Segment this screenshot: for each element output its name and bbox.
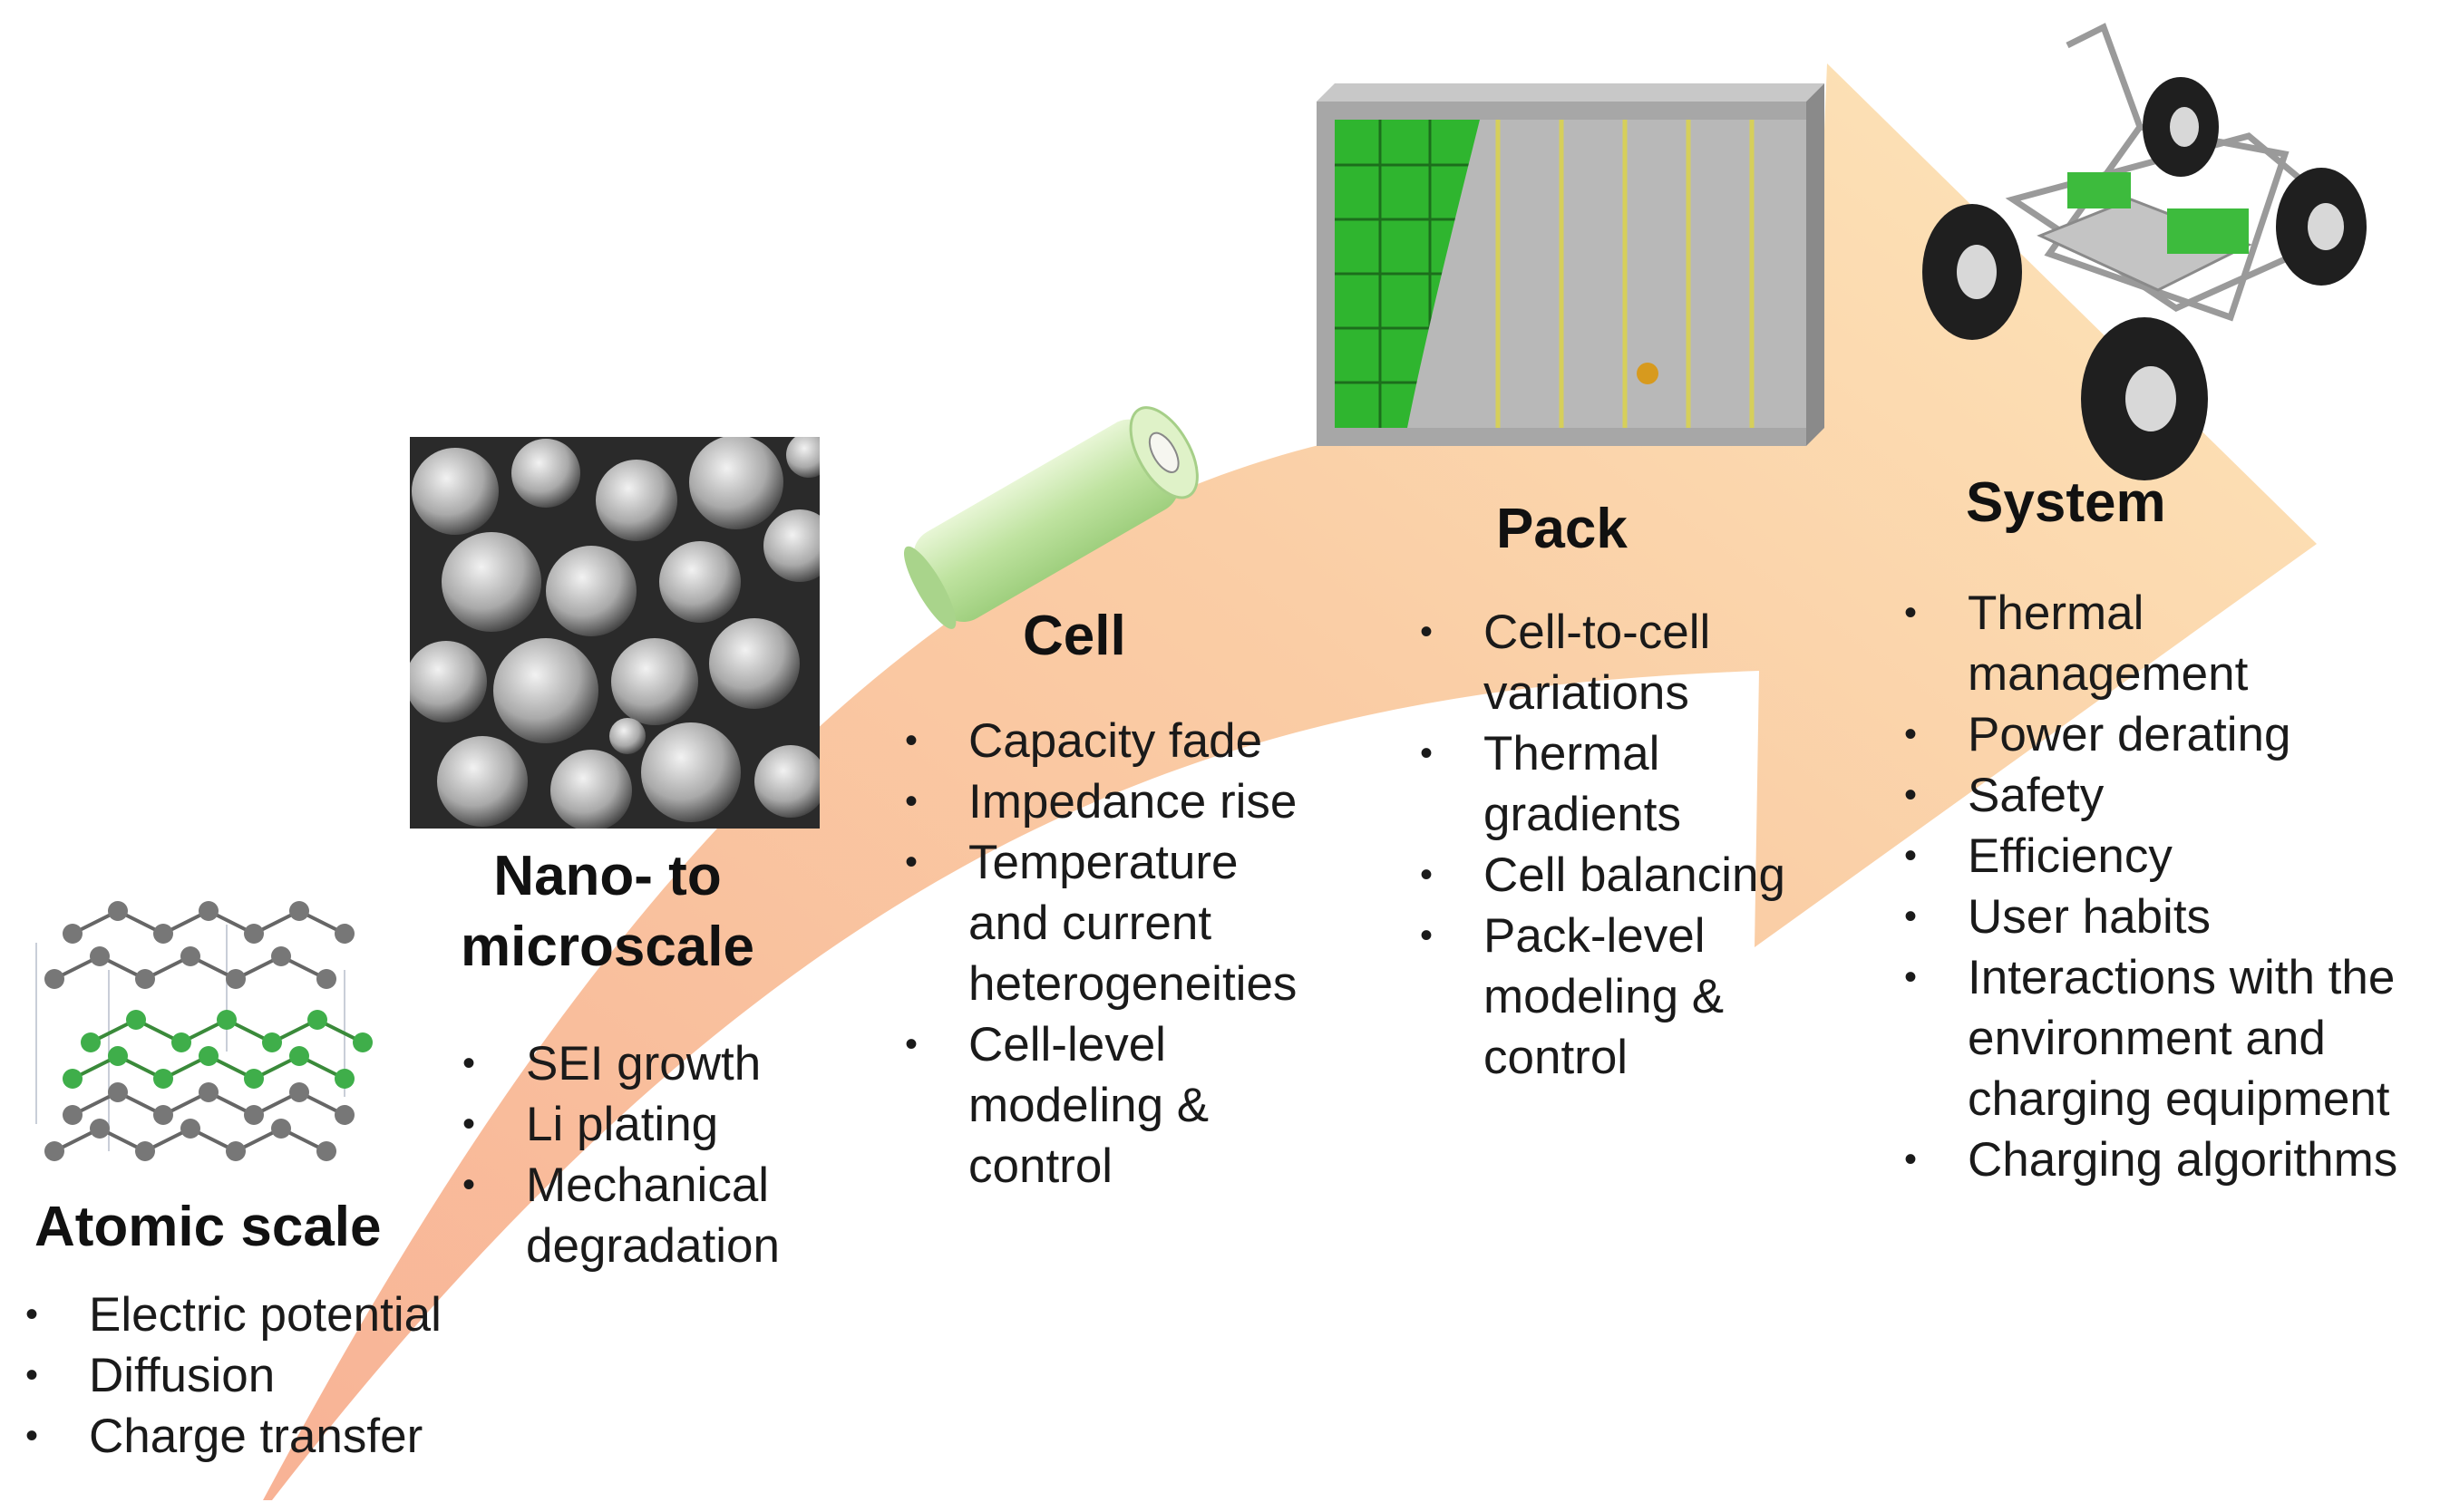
list-item: Thermal (1904, 583, 2397, 644)
list-item: control (968, 1139, 1113, 1193)
list-item: Mechanical (462, 1155, 780, 1216)
list-item: Safety (1904, 765, 2397, 826)
system-list: Thermal management Power derating Safety… (1904, 583, 2397, 1190)
list-item: degradation (526, 1219, 780, 1273)
list-item: Cell-level (905, 1014, 1297, 1075)
list-item: Charge transfer (25, 1406, 442, 1467)
list-item: Interactions with the (1904, 947, 2397, 1008)
list-item: management (1968, 647, 2249, 701)
list-item: SEI growth (462, 1033, 780, 1094)
list-item: Li plating (462, 1094, 780, 1155)
atomic-scale-title: Atomic scale (34, 1196, 382, 1258)
cylindrical-cell-image (903, 406, 1199, 629)
nano-title-line-1: Nano- to (493, 845, 722, 907)
list-item: environment and (1968, 1012, 2326, 1065)
nano-title-line-2: microscale (461, 916, 754, 978)
list-item: Diffusion (25, 1345, 442, 1406)
list-item: Cell balancing (1420, 845, 1785, 906)
list-item: Electric potential (25, 1284, 442, 1345)
list-item: Cell-to-cell (1420, 602, 1785, 663)
pack-title: Pack (1496, 498, 1628, 560)
battery-pack-image (1317, 83, 1824, 446)
list-item: Thermal (1420, 723, 1785, 784)
list-item: Impedance rise (905, 771, 1297, 832)
list-item: control (1483, 1031, 1628, 1084)
list-item: modeling & (1483, 970, 1725, 1023)
graphite-lattice-icon (35, 901, 373, 1161)
cell-title: Cell (1023, 605, 1126, 667)
list-item: and current (968, 897, 1212, 950)
electric-race-car-image (1922, 23, 2367, 480)
list-item: charging equipment (1968, 1072, 2390, 1126)
atomic-scale-list: Electric potential Diffusion Charge tran… (25, 1284, 442, 1467)
system-title: System (1966, 471, 2166, 534)
nano-scale-list: SEI growth Li plating Mechanical degrada… (462, 1033, 780, 1276)
list-item: User habits (1904, 887, 2397, 947)
list-item: variations (1483, 666, 1689, 720)
list-item: Power derating (1904, 704, 2397, 765)
particle-micrograph-image (410, 437, 820, 829)
list-item: Pack-level (1420, 906, 1785, 966)
pack-list: Cell-to-cell variations Thermal gradient… (1420, 602, 1785, 1088)
cell-list: Capacity fade Impedance rise Temperature… (905, 711, 1297, 1197)
list-item: Efficiency (1904, 826, 2397, 887)
list-item: heterogeneities (968, 957, 1298, 1011)
nano-scale-title: Nano- to microscale (426, 841, 789, 983)
list-item: Capacity fade (905, 711, 1297, 771)
list-item: Charging algorithms (1904, 1129, 2397, 1190)
list-item: gradients (1483, 788, 1682, 841)
list-item: Temperature (905, 832, 1297, 893)
list-item: modeling & (968, 1079, 1210, 1132)
